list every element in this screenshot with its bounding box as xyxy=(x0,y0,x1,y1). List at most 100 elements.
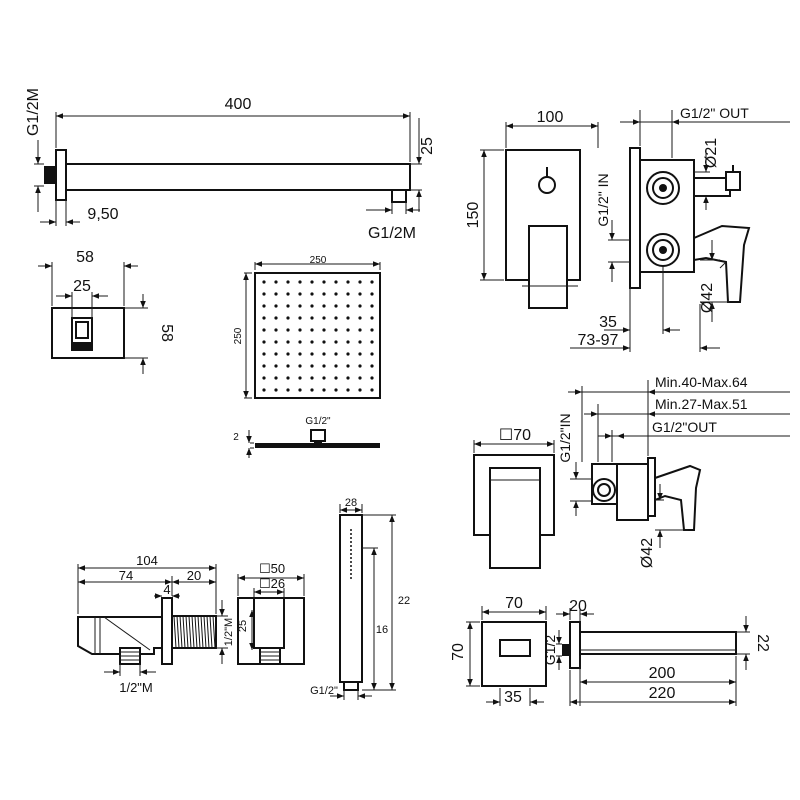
shower-head-nozzle xyxy=(274,304,278,308)
hand-shower-nozzle xyxy=(350,569,352,571)
thread-line xyxy=(197,615,201,649)
shower-head-nozzle xyxy=(274,328,278,332)
hand-shower-grip-label: 16 xyxy=(376,624,388,636)
shower-head-nozzle xyxy=(346,352,350,356)
diverter-side-lever xyxy=(693,224,751,303)
shower-head-nozzle xyxy=(286,352,290,356)
shower-head-nozzle xyxy=(298,304,302,308)
spout-reach-label: 200 xyxy=(649,665,676,682)
shower-head-nozzle xyxy=(334,364,338,368)
hand-shower-nozzle xyxy=(350,573,352,575)
thread-line xyxy=(206,615,210,649)
diverter-depth35-label: 35 xyxy=(599,314,617,331)
shower-head-nozzle xyxy=(286,340,290,344)
shower-head-nozzle xyxy=(274,292,278,296)
shower-head-nozzle xyxy=(274,352,278,356)
spout-plate-height-label: 70 xyxy=(450,643,467,661)
shower-head-nozzle xyxy=(310,292,314,296)
shower-head-plate xyxy=(254,272,381,399)
shower-head-connector xyxy=(310,429,326,442)
shower-head-nozzle xyxy=(286,328,290,332)
arm-wall-flange xyxy=(55,149,67,201)
hand-shower-body xyxy=(339,514,363,683)
outlet-nut-label: 20 xyxy=(187,568,201,583)
shower-head-nozzle xyxy=(322,376,326,380)
shower-head-nozzle xyxy=(298,376,302,380)
thread-line xyxy=(185,615,189,649)
shower-head-nozzle xyxy=(274,280,278,284)
shower-head-nozzle xyxy=(358,376,362,380)
diverter-drawing: 100 150 Ø21 G1/2" OUT xyxy=(465,105,790,352)
shower-head-nozzle xyxy=(310,328,314,332)
thread-line xyxy=(191,615,195,649)
spout-side-plate xyxy=(569,621,581,669)
shower-head-nozzle xyxy=(286,376,290,380)
shower-head-nozzle xyxy=(274,388,278,392)
thread-line xyxy=(188,615,192,649)
shower-head-nozzle xyxy=(262,292,266,296)
diverter-height-label: 150 xyxy=(465,202,482,229)
shower-head-nozzle xyxy=(358,388,362,392)
shower-head-nozzle xyxy=(334,280,338,284)
flange-outer-width-label: 58 xyxy=(76,249,94,266)
thread-line xyxy=(194,615,198,649)
thread-line xyxy=(212,615,216,649)
shower-arm-drawing: 400 25 G1/2M 9,50 G1/2M xyxy=(25,88,436,242)
shower-head-nozzle xyxy=(346,316,350,320)
shower-head-nozzle xyxy=(346,340,350,344)
diverter-out-label: G1/2" OUT xyxy=(680,105,749,121)
mixer-min27-label: Min.27-Max.51 xyxy=(655,396,748,412)
shower-head-nozzle xyxy=(298,352,302,356)
arm-side-thread-label: G1/2M xyxy=(25,88,42,136)
hand-shower-thread-label: G1/2" xyxy=(310,685,338,697)
shower-head-nozzle-grid xyxy=(262,280,374,392)
shower-head-nozzle xyxy=(310,304,314,308)
outlet-total-label: 104 xyxy=(136,553,158,568)
shower-head-nozzle xyxy=(274,364,278,368)
hand-shower-length-label: 22 xyxy=(398,595,410,607)
shower-head-nozzle xyxy=(286,304,290,308)
outlet-body-label: 74 xyxy=(119,568,133,583)
flange-height-label: 58 xyxy=(158,324,175,342)
shower-head-nozzle xyxy=(298,388,302,392)
shower-head-nozzle xyxy=(298,292,302,296)
hand-shower-nozzle xyxy=(350,541,352,543)
shower-head-nozzle xyxy=(310,376,314,380)
outlet-front-height-label: 25 xyxy=(237,620,249,632)
shower-head-nozzle xyxy=(370,292,374,296)
shower-head-nozzle xyxy=(262,328,266,332)
outlet-bottom-thread-label: 1/2"M xyxy=(119,680,153,695)
mixer-side-lever xyxy=(654,464,702,531)
shower-head-nozzle xyxy=(322,328,326,332)
thread-line xyxy=(179,615,183,649)
diverter-diam21-label: Ø21 xyxy=(703,138,720,168)
shower-head-nozzle xyxy=(346,304,350,308)
spout-side-drawing: 20 G1/2 22 200 220 xyxy=(542,598,771,706)
flange-inner-width-label: 25 xyxy=(73,278,91,295)
shower-head-nozzle xyxy=(370,388,374,392)
shower-head-nozzle xyxy=(310,316,314,320)
spout-thickness-label: 20 xyxy=(569,598,587,615)
shower-head-nozzle xyxy=(358,292,362,296)
shower-head-nozzle xyxy=(286,280,290,284)
hand-shower-nozzle xyxy=(350,545,352,547)
hand-shower-nozzle xyxy=(350,577,352,579)
shower-head-nozzle xyxy=(334,328,338,332)
shower-head-nozzle xyxy=(334,340,338,344)
shower-head-nozzle xyxy=(358,280,362,284)
shower-head-drawing: 250 250 G1/2" 2 xyxy=(233,255,381,458)
shower-head-nozzle xyxy=(262,352,266,356)
shower-head-nozzle xyxy=(322,316,326,320)
shower-head-nozzle xyxy=(346,388,350,392)
shower-head-nozzle xyxy=(298,280,302,284)
mixer-out-label: G1/2"OUT xyxy=(652,419,717,435)
spout-inner-label: 35 xyxy=(504,689,522,706)
shower-head-nozzle xyxy=(286,292,290,296)
shower-head-nozzle xyxy=(310,352,314,356)
spout-opening xyxy=(499,639,531,657)
mixer-plate-label: ☐70 xyxy=(499,427,531,444)
shower-head-nozzle xyxy=(298,328,302,332)
shower-head-nozzle xyxy=(310,364,314,368)
shower-head-nozzle xyxy=(334,388,338,392)
